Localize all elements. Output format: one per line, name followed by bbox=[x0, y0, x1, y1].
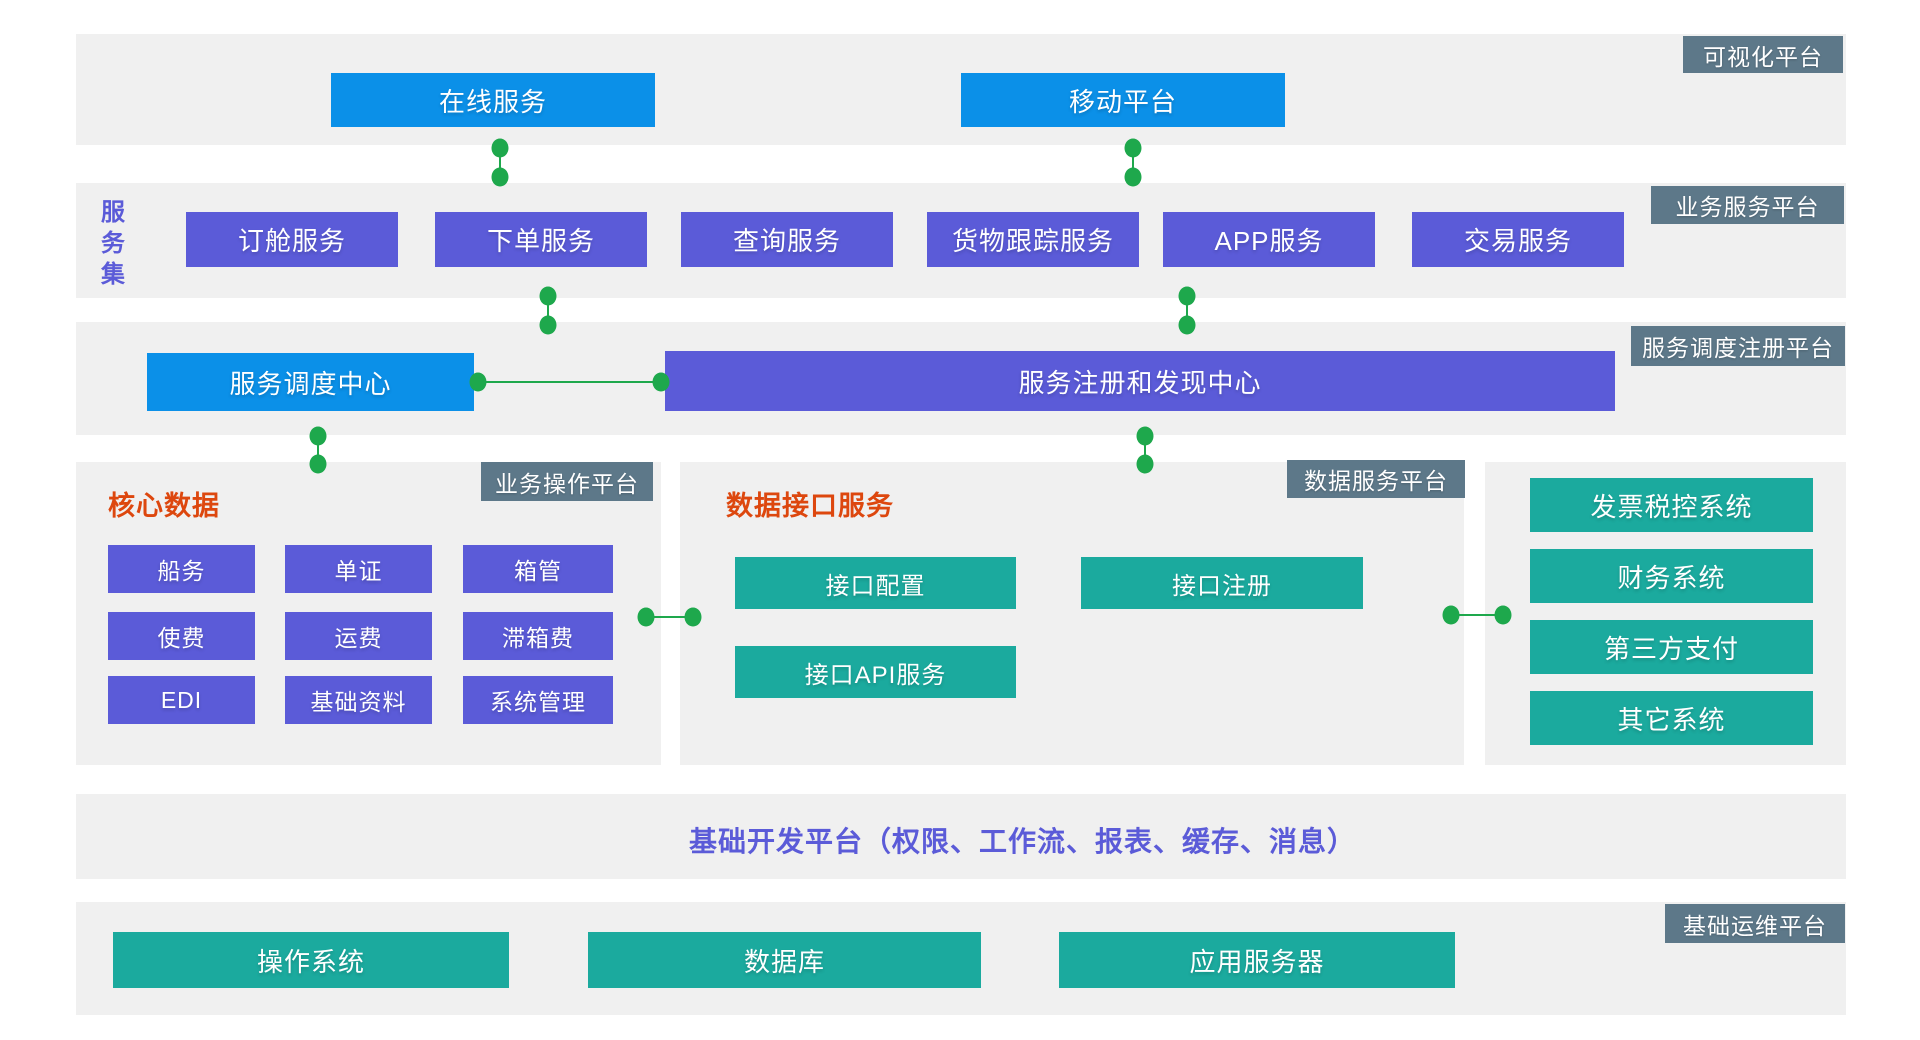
connector-dot bbox=[309, 426, 327, 446]
connector-dot bbox=[1494, 605, 1512, 625]
node-module-documents: 单证 bbox=[285, 545, 432, 593]
connector-dot bbox=[1178, 286, 1196, 306]
node-mobile-platform: 移动平台 bbox=[961, 73, 1285, 127]
node-trade-service: 交易服务 bbox=[1412, 212, 1624, 267]
connector-dot bbox=[1136, 454, 1154, 474]
node-invoice-tax-system: 发票税控系统 bbox=[1530, 478, 1813, 532]
node-booking-service: 订舱服务 bbox=[186, 212, 398, 267]
node-module-system-mgmt: 系统管理 bbox=[463, 676, 613, 724]
node-module-freight: 运费 bbox=[285, 612, 432, 660]
node-service-registry-center: 服务注册和发现中心 bbox=[665, 351, 1615, 411]
badge-data-service-platform: 数据服务平台 bbox=[1287, 460, 1465, 498]
connector-dot bbox=[491, 138, 509, 158]
connector-dot bbox=[684, 607, 702, 627]
connector-line bbox=[1132, 148, 1134, 177]
service-group-label: 服务集 bbox=[101, 199, 125, 288]
connector-dot bbox=[637, 607, 655, 627]
node-module-demurrage: 滞箱费 bbox=[463, 612, 613, 660]
core-data-title: 核心数据 bbox=[108, 491, 220, 521]
node-module-port-charges: 使费 bbox=[108, 612, 255, 660]
node-query-service: 查询服务 bbox=[681, 212, 893, 267]
connector-dot bbox=[491, 167, 509, 187]
node-finance-system: 财务系统 bbox=[1530, 549, 1813, 603]
node-interface-api-service: 接口API服务 bbox=[735, 646, 1016, 698]
connector-line bbox=[1451, 614, 1503, 616]
connector-line bbox=[317, 436, 319, 464]
node-module-edi: EDI bbox=[108, 676, 255, 724]
node-online-service: 在线服务 bbox=[331, 73, 655, 127]
data-interface-title: 数据接口服务 bbox=[726, 491, 894, 521]
base-dev-platform-title: 基础开发平台（权限、工作流、报表、缓存、消息） bbox=[689, 826, 1357, 857]
connector-dot bbox=[309, 454, 327, 474]
node-other-systems: 其它系统 bbox=[1530, 691, 1813, 745]
connector-dot bbox=[1442, 605, 1460, 625]
node-order-service: 下单服务 bbox=[435, 212, 647, 267]
node-app-service: APP服务 bbox=[1163, 212, 1375, 267]
node-app-server: 应用服务器 bbox=[1059, 932, 1455, 988]
band-base-dev-platform bbox=[76, 794, 1846, 879]
node-third-party-payment: 第三方支付 bbox=[1530, 620, 1813, 674]
connector-dot bbox=[539, 315, 557, 335]
badge-business-operation-platform: 业务操作平台 bbox=[481, 462, 653, 501]
badge-base-ops-platform: 基础运维平台 bbox=[1665, 904, 1845, 943]
connector-dot bbox=[652, 372, 670, 392]
connector-dot bbox=[1136, 426, 1154, 446]
node-interface-registry: 接口注册 bbox=[1081, 557, 1363, 609]
connector-line bbox=[547, 296, 549, 325]
connector-line bbox=[646, 616, 693, 618]
node-module-base-data: 基础资料 bbox=[285, 676, 432, 724]
node-service-dispatch-center: 服务调度中心 bbox=[147, 353, 474, 411]
connector-dot bbox=[1124, 167, 1142, 187]
connector-dot bbox=[539, 286, 557, 306]
connector-dot bbox=[1124, 138, 1142, 158]
connector-line bbox=[1144, 436, 1146, 464]
node-cargo-tracking-service: 货物跟踪服务 bbox=[927, 212, 1139, 267]
badge-visualization-platform: 可视化平台 bbox=[1683, 36, 1843, 73]
connector-line bbox=[499, 148, 501, 177]
connector-dot bbox=[469, 372, 487, 392]
node-operating-system: 操作系统 bbox=[113, 932, 509, 988]
connector-dot bbox=[1178, 315, 1196, 335]
panel-data-service-platform bbox=[680, 462, 1464, 765]
node-interface-config: 接口配置 bbox=[735, 557, 1016, 609]
badge-dispatch-registry-platform: 服务调度注册平台 bbox=[1631, 326, 1845, 366]
badge-business-service-platform: 业务服务平台 bbox=[1651, 186, 1844, 224]
connector-line bbox=[1186, 296, 1188, 325]
node-module-container-mgmt: 箱管 bbox=[463, 545, 613, 593]
connector-line bbox=[478, 381, 661, 383]
node-database: 数据库 bbox=[588, 932, 981, 988]
node-module-shipping: 船务 bbox=[108, 545, 255, 593]
